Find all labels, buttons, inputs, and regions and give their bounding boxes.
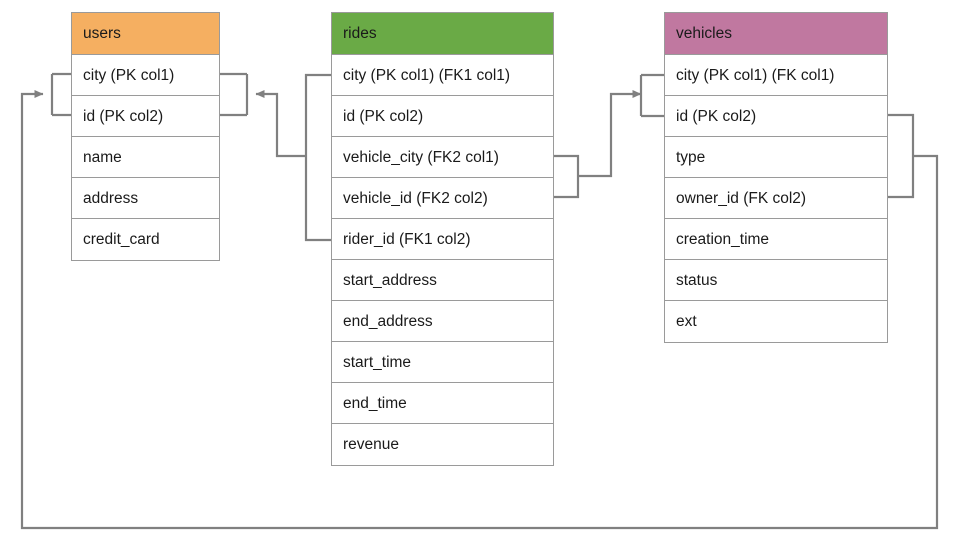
table-row[interactable]: type	[665, 137, 887, 178]
edge-rides-rider-to-users	[220, 72, 331, 242]
table-row[interactable]: address	[72, 178, 219, 219]
table-row[interactable]: vehicle_id (FK2 col2)	[332, 178, 553, 219]
table-row[interactable]: ext	[665, 301, 887, 342]
table-row[interactable]: id (PK col2)	[72, 96, 219, 137]
table-row[interactable]: vehicle_city (FK2 col1)	[332, 137, 553, 178]
table-row[interactable]: rider_id (FK1 col2)	[332, 219, 553, 260]
table-row[interactable]: id (PK col2)	[332, 96, 553, 137]
table-row[interactable]: name	[72, 137, 219, 178]
table-row[interactable]: owner_id (FK col2)	[665, 178, 887, 219]
table-row[interactable]: city (PK col1) (FK col1)	[665, 55, 887, 96]
table-row[interactable]: creation_time	[665, 219, 887, 260]
table-row[interactable]: end_time	[332, 383, 553, 424]
table-row[interactable]: credit_card	[72, 219, 219, 260]
table-title-vehicles: vehicles	[665, 13, 887, 55]
table-row[interactable]: end_address	[332, 301, 553, 342]
table-row[interactable]: start_address	[332, 260, 553, 301]
entity-table-rides[interactable]: rides city (PK col1) (FK1 col1) id (PK c…	[331, 12, 554, 466]
entity-table-users[interactable]: users city (PK col1) id (PK col2) name a…	[71, 12, 220, 261]
table-row[interactable]: city (PK col1)	[72, 55, 219, 96]
table-row[interactable]: revenue	[332, 424, 553, 465]
table-title-rides: rides	[332, 13, 553, 55]
table-title-users: users	[72, 13, 219, 55]
table-row[interactable]: start_time	[332, 342, 553, 383]
table-row[interactable]: city (PK col1) (FK1 col1)	[332, 55, 553, 96]
edge-rides-vehicle-to-vehicles	[554, 73, 664, 199]
table-row[interactable]: id (PK col2)	[665, 96, 887, 137]
table-row[interactable]: status	[665, 260, 887, 301]
entity-table-vehicles[interactable]: vehicles city (PK col1) (FK col1) id (PK…	[664, 12, 888, 343]
